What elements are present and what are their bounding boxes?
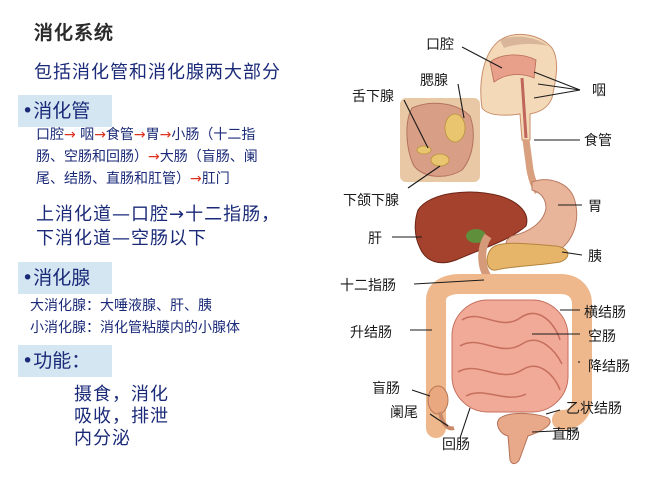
tract-path-line1: 口腔→ 咽→食管→胃→小肠（十二指 — [36, 124, 255, 146]
section-heading-glands: •消化腺 — [18, 262, 113, 294]
label-descending-colon: 降结肠 — [588, 359, 630, 375]
label-ileum: 回肠 — [442, 437, 470, 453]
tract-step: 尾、结肠、直肠和肛管） — [36, 171, 190, 187]
major-glands-text: 大消化腺：大唾液腺、肝、胰 — [30, 298, 212, 314]
tract-step: 咽 — [75, 127, 95, 143]
leader-lines — [392, 46, 583, 439]
label-rectum: 直肠 — [552, 427, 580, 443]
label-esophagus: 食管 — [584, 133, 612, 149]
flow-arrow: → — [94, 127, 106, 143]
tract-step: 小肠（十二指 — [171, 127, 256, 143]
tract-step: 口腔 — [36, 127, 64, 143]
label-ascending-colon: 升结肠 — [350, 325, 392, 341]
flow-arrow: → — [159, 127, 172, 143]
pancreas-shape — [486, 242, 569, 271]
label-submandibular: 下颌下腺 — [343, 193, 399, 209]
label-pharynx: 咽 — [592, 83, 606, 99]
label-sigmoid-colon: 乙状结肠 — [566, 401, 622, 417]
label-parotid: 腮腺 — [420, 73, 448, 89]
label-liver: 肝 — [368, 231, 382, 247]
label-duodenum: 十二指肠 — [340, 278, 396, 294]
cecum-shape — [427, 385, 449, 415]
tract-step: 肛门 — [201, 171, 230, 187]
page-subtitle: 包括消化管和消化腺两大部分 — [34, 62, 281, 83]
function-line: 内分泌 — [74, 428, 131, 449]
rectum-shape — [497, 412, 551, 465]
section-heading-function: •功能： — [18, 345, 113, 377]
head-section-illustration — [480, 33, 558, 141]
section-heading-tract: •消化管 — [18, 95, 113, 127]
label-jejunum: 空肠 — [588, 329, 616, 345]
label-pancreas: 胰 — [588, 249, 602, 265]
liver-shape — [414, 191, 528, 264]
label-stomach: 胃 — [588, 199, 602, 215]
label-transverse-colon: 横结肠 — [584, 305, 626, 321]
tract-step: 大肠（盲肠、阑 — [159, 149, 258, 165]
tract-step: 肠、空肠和回肠） — [36, 149, 148, 165]
label-oral-cavity: 口腔 — [426, 37, 454, 53]
tract-step: 食管 — [105, 127, 134, 143]
gallbladder-shape — [466, 229, 486, 243]
small-intestine-shape — [451, 299, 569, 413]
label-appendix: 阑尾 — [390, 405, 418, 421]
minor-glands-text: 小消化腺：消化管粘膜内的小腺体 — [30, 320, 240, 336]
label-cecum: 盲肠 — [372, 381, 400, 397]
page-title: 消化系统 — [34, 22, 115, 44]
colon-frame-shape — [426, 274, 592, 438]
lower-tract-text: 下消化道—空肠以下 — [36, 228, 207, 249]
function-line: 摄食，消化 — [74, 384, 169, 405]
function-line: 吸收，排泄 — [74, 406, 169, 427]
appendix-shape — [438, 411, 455, 431]
flow-arrow: → — [190, 171, 202, 187]
tract-path-line3: 尾、结肠、直肠和肛管）→肛门 — [36, 168, 230, 190]
flow-arrow: → — [64, 127, 76, 143]
label-sublingual: 舌下腺 — [352, 89, 394, 105]
face-illustration — [400, 98, 480, 182]
tract-step: 胃 — [145, 127, 160, 143]
flow-arrow: → — [133, 127, 146, 143]
tract-path-line2: 肠、空肠和回肠）→大肠（盲肠、阑 — [36, 146, 258, 168]
flow-arrow: → — [148, 149, 160, 165]
upper-tract-text: 上消化道—口腔→十二指肠， — [36, 204, 281, 225]
